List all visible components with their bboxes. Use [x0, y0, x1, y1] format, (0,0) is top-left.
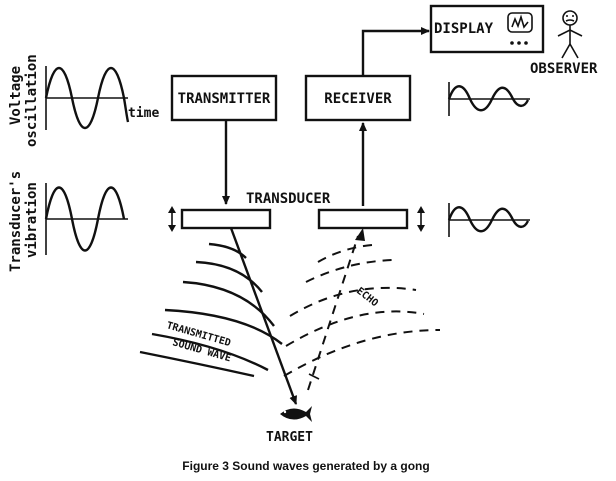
transmitted-wave-arcs [139, 242, 283, 378]
echo-ray-tick [308, 373, 320, 380]
transducer-wave [44, 183, 128, 255]
figure-caption: Figure 3 Sound waves generated by a gong [182, 459, 429, 473]
observer-icon [557, 10, 583, 59]
receiver-to-display-arrow [361, 27, 430, 76]
echo-ray [307, 235, 359, 391]
oscillation-label: oscillation [24, 54, 40, 147]
target-label: TARGET [266, 430, 313, 445]
received-wave-top [447, 82, 530, 116]
display-box [429, 4, 545, 54]
transmitted-ray-arrow [229, 227, 298, 405]
vibration-label: vibration [24, 182, 40, 258]
vibration-arrow-left [168, 206, 176, 232]
display-screen-icon [507, 12, 533, 45]
observer-label: OBSERVER [530, 61, 598, 77]
voltage-label: Voltage [8, 66, 24, 125]
transducers-label: Transducer's [8, 171, 24, 272]
transducer-plate-right [317, 208, 409, 230]
transducer-plate-left [180, 208, 272, 230]
transmitter-box [170, 74, 278, 122]
time-label: time [128, 106, 159, 121]
transducer-label: TRANSDUCER [246, 191, 331, 207]
echo-label: ECHO [354, 286, 380, 310]
transmitter-label: TRANSMITTER [178, 91, 271, 107]
display-label: DISPLAY [434, 21, 494, 37]
receiver-label: RECEIVER [324, 91, 392, 107]
voltage-wave [44, 66, 130, 130]
vibration-arrow-right [417, 206, 425, 232]
receiver-box [304, 74, 412, 122]
echo-ray-arrowhead [355, 228, 365, 241]
fish-target-icon [280, 406, 312, 422]
received-wave-bottom [447, 203, 530, 237]
echo-wave-arcs [283, 244, 441, 377]
